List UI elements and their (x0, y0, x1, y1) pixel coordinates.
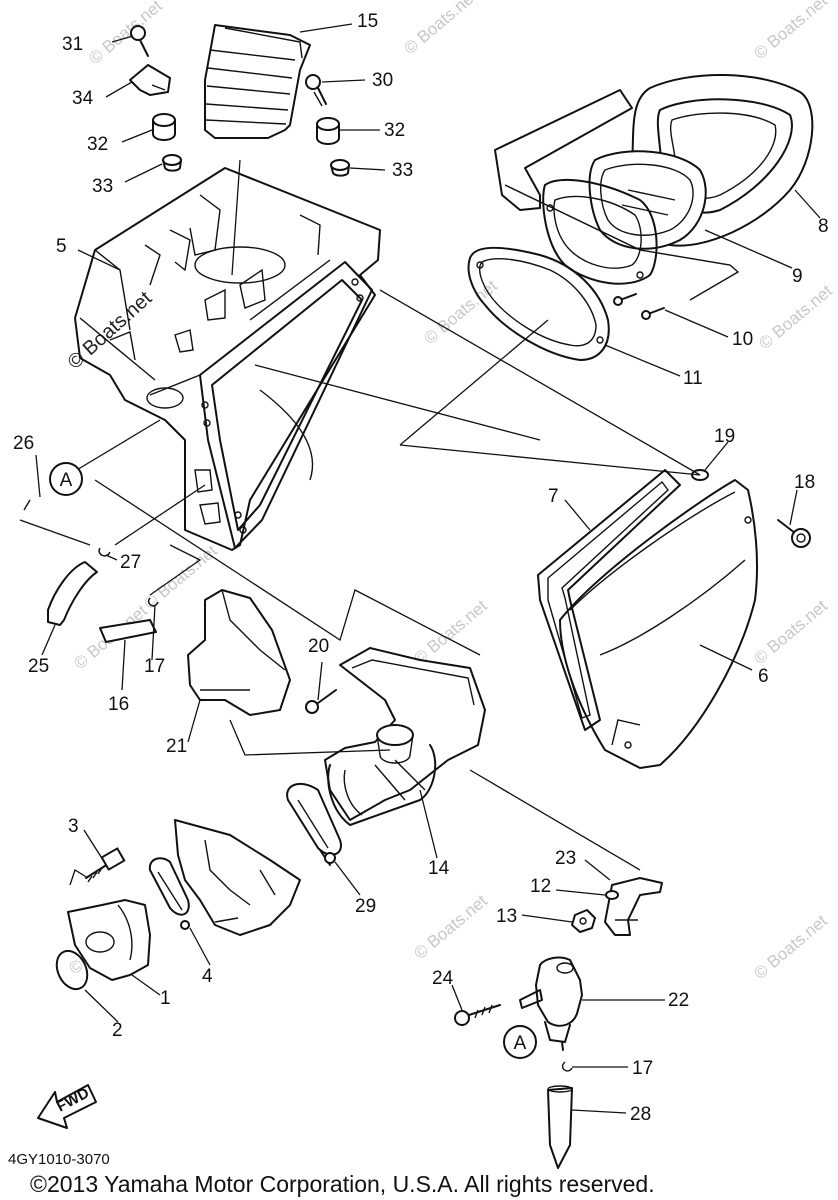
callout-15: 15 (357, 11, 378, 32)
clip-17-left (148, 597, 159, 607)
callout-6: 6 (758, 666, 769, 687)
side-cover-6 (559, 479, 759, 769)
callout-14: 14 (428, 858, 450, 879)
callout-16: 16 (108, 694, 129, 715)
watermark: © Boats.net (410, 596, 491, 668)
bolt-20 (305, 689, 337, 714)
callout-1: 1 (160, 988, 171, 1009)
callout-10: 10 (732, 329, 753, 350)
nut-12 (605, 890, 619, 900)
callout-26: 26 (13, 433, 34, 454)
grommet-32-left (152, 113, 176, 141)
collar-33-right (330, 159, 350, 177)
callout-leaders (35, 23, 821, 1114)
callout-19: 19 (714, 426, 735, 447)
callout-3: 3 (68, 816, 79, 837)
air-joint-14 (324, 647, 486, 826)
watermark: © Boats.net (140, 541, 221, 613)
watermark: © Boats.net (85, 0, 166, 68)
watermark: © Boats.net (755, 281, 836, 353)
grommet-32-right (316, 117, 340, 145)
callout-32-left: 32 (87, 134, 108, 155)
callout-20: 20 (308, 636, 329, 657)
callout-4: 4 (202, 966, 213, 987)
hose-28 (547, 1085, 573, 1169)
callout-32-right: 32 (384, 120, 405, 141)
bolt-30 (305, 74, 327, 107)
watermark-dark: © Boats.net (64, 287, 157, 374)
filter-cage (494, 89, 740, 301)
callout-34: 34 (72, 88, 94, 109)
callout-22: 22 (668, 990, 689, 1011)
bolt-3 (85, 847, 126, 883)
collar-33-left (162, 154, 182, 172)
bracket-23 (604, 877, 663, 936)
screw-24 (454, 1004, 501, 1026)
hose-25 (47, 561, 98, 626)
fwd-arrow: FWD (37, 1084, 97, 1129)
callout-23: 23 (555, 848, 576, 869)
nut-13 (571, 909, 596, 933)
callout-11: 11 (683, 368, 703, 389)
rubber-boot (204, 24, 311, 139)
watermark: © Boats.net (750, 911, 831, 983)
clip-26 (23, 499, 31, 511)
cover-21 (187, 589, 291, 716)
callout-18: 18 (794, 472, 815, 493)
callout-12: 12 (530, 876, 551, 897)
clip-27 (98, 547, 111, 557)
callout-13: 13 (496, 906, 517, 927)
o-ring-2 (55, 949, 89, 991)
callout-28: 28 (630, 1104, 651, 1125)
watermark: © Boats.net (400, 0, 481, 58)
manifold-1 (67, 899, 151, 981)
callout-27: 27 (120, 552, 141, 573)
watermark: © Boats.net (750, 596, 831, 668)
ref-marker-label: A (60, 470, 73, 491)
clip-17-right (561, 1061, 573, 1072)
callout-31: 31 (62, 34, 83, 55)
callout-25: 25 (28, 656, 49, 677)
bolt-31 (130, 25, 149, 57)
part-code: 4GY1010-3070 (8, 1151, 110, 1168)
callout-8: 8 (818, 216, 829, 237)
ref-marker-a: A A (49, 462, 537, 1059)
pipe-16 (99, 619, 157, 643)
screw-18 (777, 519, 811, 548)
callout-7: 7 (548, 486, 559, 507)
callout-17-right: 17 (632, 1058, 653, 1079)
air-filter-case (74, 167, 381, 551)
ref-marker-label: A (514, 1033, 527, 1054)
callout-17-left: 17 (144, 656, 165, 677)
carburetor (174, 819, 301, 936)
callout-33-left: 33 (92, 176, 113, 197)
callout-21: 21 (166, 736, 187, 757)
copyright: ©2013 Yamaha Motor Corporation, U.S.A. A… (30, 1171, 655, 1197)
screws-10 (613, 293, 665, 320)
callout-2: 2 (112, 1020, 123, 1041)
callout-numbers: 31 34 32 33 15 30 32 33 5 8 9 10 11 19 1… (13, 11, 829, 1125)
callout-5: 5 (56, 236, 67, 257)
watermark: © Boats.net (410, 891, 491, 963)
bracket-34 (129, 64, 171, 96)
clamp-4 (148, 857, 190, 930)
callout-30: 30 (372, 70, 393, 91)
callout-24: 24 (432, 968, 454, 989)
callout-9: 9 (792, 266, 803, 287)
watermark: © Boats.net (750, 0, 831, 63)
callout-29: 29 (355, 896, 376, 917)
gasket-11 (467, 246, 610, 361)
clamp-29 (286, 782, 342, 866)
breather-tank-22 (519, 956, 583, 1051)
cover-gasket-7 (537, 469, 681, 731)
assembly-lines (19, 159, 701, 886)
filter-guide-9 (588, 150, 707, 250)
callout-33-right: 33 (392, 160, 413, 181)
